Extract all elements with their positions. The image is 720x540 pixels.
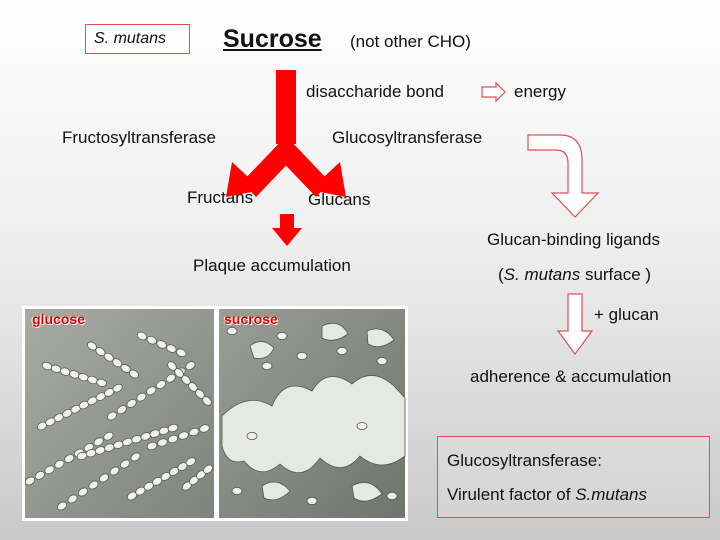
ligands-text: Glucan-binding ligands [487, 230, 660, 249]
definition-line1: Glucosyltransferase: [447, 451, 602, 470]
organism-label: S. mutans [94, 30, 167, 47]
micrograph-label-glucose: glucose [32, 311, 85, 327]
curved-arrow [527, 134, 600, 218]
micrograph-label-sucrose: sucrose [224, 311, 278, 327]
organism-box: S. mutans [85, 24, 190, 54]
enzyme-glucosyltransferase: Glucosyltransferase [332, 128, 483, 147]
surface-open-paren: ( [498, 265, 504, 284]
energy-text: energy [514, 82, 566, 101]
split-arrow [226, 70, 346, 197]
micrograph-graphic [24, 309, 406, 518]
definition-line2: Virulent factor of S.mutans [447, 485, 647, 505]
energy-arrow [481, 81, 506, 103]
surface-rest: surface ) [580, 265, 652, 284]
enzyme-fructosyltransferase: Fructosyltransferase [62, 128, 216, 147]
plus-glucan-text: + glucan [594, 305, 659, 324]
surface-text: (S. mutans surface ) [498, 265, 651, 285]
plaque-arrow [272, 214, 302, 246]
definition-box: Glucosyltransferase: Virulent factor of … [437, 436, 710, 518]
definition-organism: S.mutans [575, 485, 648, 504]
adherence-arrow [556, 293, 594, 356]
adherence-text: adherence & accumulation [470, 367, 672, 386]
definition-prefix: Virulent factor of [447, 485, 576, 504]
plaque-text: Plaque accumulation [193, 256, 351, 275]
product-glucans: Glucans [308, 190, 371, 209]
surface-organism: S. mutans [503, 265, 581, 284]
micrograph-image: glucose sucrose [22, 306, 408, 521]
page-title: Sucrose [223, 25, 322, 53]
bond-text: disaccharide bond [306, 82, 444, 101]
title-note: (not other CHO) [350, 32, 471, 51]
